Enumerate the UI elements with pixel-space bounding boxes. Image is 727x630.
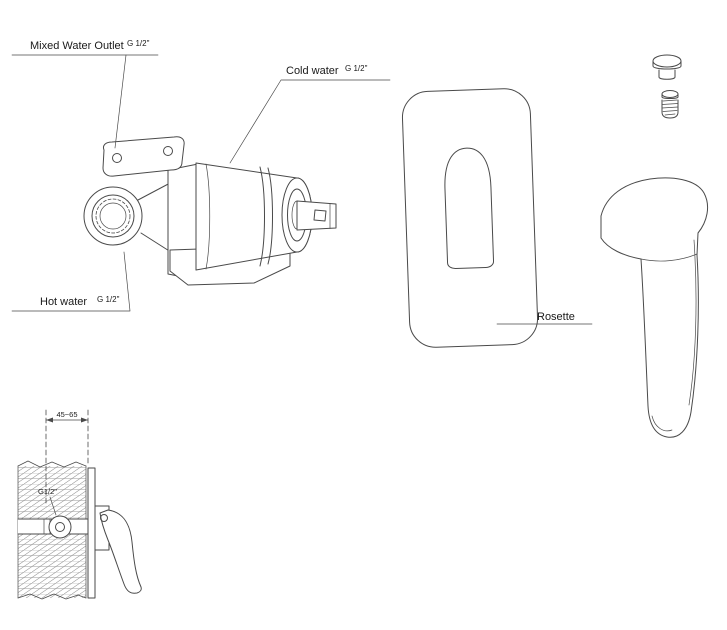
handle-neck-contour — [640, 253, 698, 262]
cylinder-seam — [205, 163, 211, 270]
callout-mixed-water-outlet: Mixed Water Outlet G 1/2" — [11, 39, 159, 149]
dimension-arrow-left — [46, 417, 53, 423]
bracket-plate — [102, 136, 185, 177]
hot-water-size-label: G 1/2" — [97, 295, 120, 304]
rosette-plate — [401, 88, 539, 348]
hot-water-leader — [11, 251, 131, 312]
callout-rosette: Rosette — [496, 311, 593, 325]
callout-hot-water: Hot water G 1/2" — [11, 251, 131, 312]
screw-head — [661, 90, 679, 98]
rosette-side-view — [87, 467, 96, 599]
thread-note: G1/2" — [38, 487, 57, 516]
cap-skirt — [652, 60, 682, 70]
handle-lever — [600, 177, 709, 438]
cartridge-housing — [195, 162, 313, 271]
inlet-bore — [99, 202, 127, 230]
spindle-shaft — [296, 200, 337, 231]
handle-edge-contour — [688, 239, 697, 406]
pipe-elbow-bore — [55, 522, 65, 532]
handle-tip-contour — [651, 415, 673, 432]
wall-break-top — [17, 460, 87, 468]
inlet-inner-ring — [91, 194, 135, 238]
wall-installation-section: 45~65 G1/2" — [17, 409, 142, 600]
rosette-outline — [401, 88, 539, 348]
rosette-label: Rosette — [537, 311, 575, 323]
thread-size-label: G1/2" — [38, 487, 57, 496]
cold-water-size-label: G 1/2" — [345, 64, 368, 73]
cap-stem — [658, 69, 676, 80]
handle-pivot — [100, 514, 108, 522]
inlet-pipe-line — [137, 181, 173, 201]
cap-plug — [652, 54, 682, 80]
grub-screw — [661, 90, 679, 119]
screw-threads — [661, 99, 679, 116]
wall-mount-bracket — [102, 136, 185, 177]
screw-shank — [661, 99, 679, 119]
hot-water-label: Hot water — [40, 296, 87, 308]
rosette-arch-cutout — [444, 147, 495, 270]
hot-water-inlet — [83, 186, 143, 246]
mixer-valve-body — [83, 136, 337, 286]
depth-range-label: 45~65 — [56, 410, 77, 419]
inlet-outer-ring — [83, 186, 143, 246]
thread-leader — [49, 496, 57, 516]
bracket-screw-hole — [112, 153, 122, 163]
bracket-screw-hole — [163, 146, 173, 156]
handle-side-view — [99, 509, 142, 594]
wall-break-bottom — [17, 593, 87, 600]
cap-top — [652, 54, 682, 68]
spindle-hole — [313, 209, 327, 222]
inlet-thread — [95, 198, 131, 234]
mixed-water-outlet-size-label: G 1/2" — [127, 39, 150, 48]
cold-water-label: Cold water — [286, 65, 339, 77]
callout-cold-water: Cold water G 1/2" — [229, 64, 391, 164]
cold-water-leader — [229, 79, 391, 164]
collar-line — [267, 167, 273, 265]
valve-spindle — [296, 200, 337, 231]
mixed-water-outlet-leader — [114, 54, 127, 149]
mixed-water-outlet-label: Mixed Water Outlet — [30, 40, 124, 52]
collar-line — [259, 166, 265, 267]
dimension-arrow-right — [81, 417, 88, 423]
pipe-elbow — [48, 515, 72, 539]
depth-dimension: 45~65 — [45, 409, 89, 506]
screw-head-side — [661, 93, 679, 99]
handle-outline — [600, 177, 709, 438]
